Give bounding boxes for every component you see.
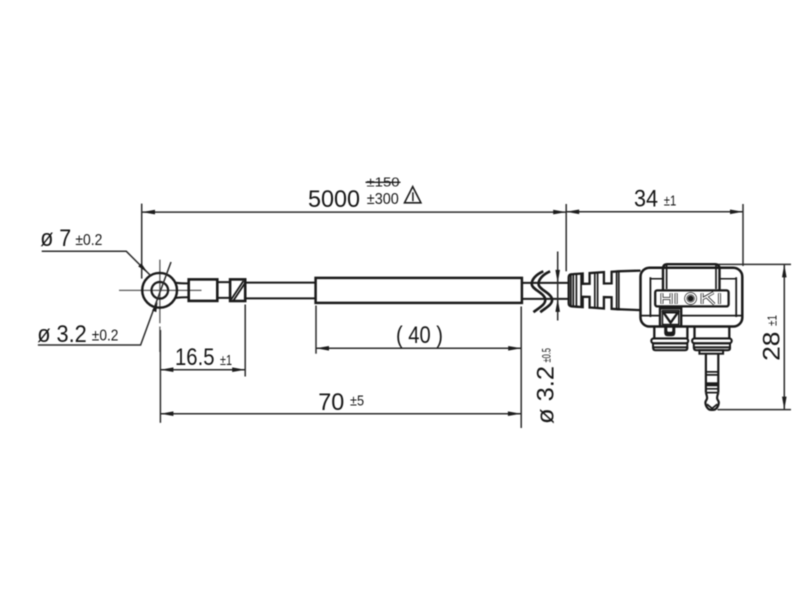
svg-text:±0.2: ±0.2 [75, 232, 102, 249]
svg-text:ø 3.2: ø 3.2 [37, 321, 87, 348]
svg-text:ø 7: ø 7 [40, 225, 71, 252]
svg-text:±0.5: ±0.5 [542, 348, 554, 362]
svg-text:±0.2: ±0.2 [92, 327, 119, 344]
svg-text:ø 3.2: ø 3.2 [533, 366, 560, 424]
svg-text:34: 34 [634, 186, 658, 213]
svg-text:±5: ±5 [350, 393, 364, 410]
svg-text:16.5: 16.5 [175, 344, 215, 371]
svg-text:±1: ±1 [766, 315, 780, 326]
svg-text:±1: ±1 [220, 352, 232, 369]
svg-text:70: 70 [318, 389, 344, 416]
svg-text:28: 28 [759, 332, 786, 361]
svg-text:( 40 ): ( 40 ) [396, 322, 443, 349]
svg-text:±300: ±300 [367, 191, 399, 208]
svg-text:±1: ±1 [664, 193, 677, 210]
svg-text:5000: 5000 [308, 186, 360, 213]
